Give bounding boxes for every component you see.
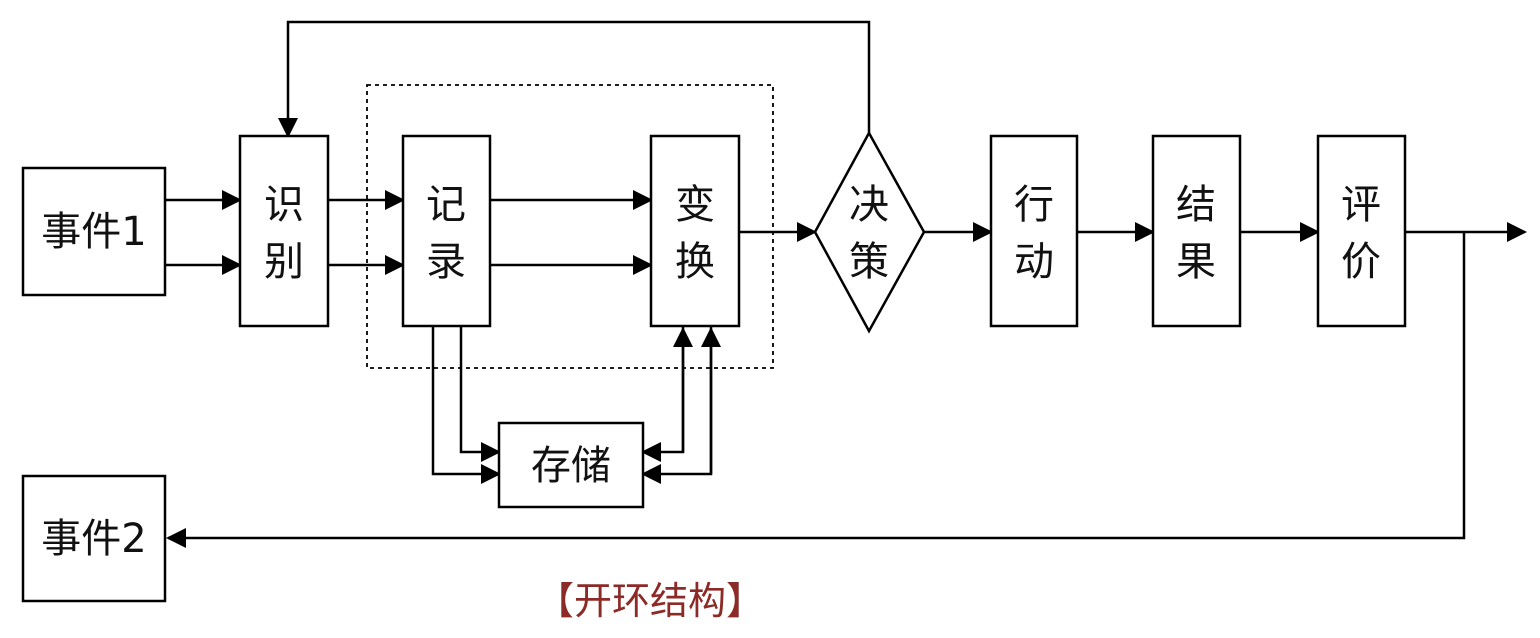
node-event2-label: 事件2 <box>41 516 146 562</box>
node-recognize-char1: 识 <box>264 182 304 228</box>
node-result-char2: 果 <box>1176 239 1216 285</box>
node-recognize-char2: 别 <box>264 239 304 285</box>
node-record-char2: 录 <box>426 239 466 285</box>
node-result-char1: 结 <box>1176 182 1216 228</box>
node-evaluate: 评 价 <box>1316 134 1407 328</box>
node-transform: 变 换 <box>649 134 741 328</box>
node-event1-label: 事件1 <box>41 209 146 255</box>
arrow-evaluate-event2 <box>166 232 1466 548</box>
arrow-record-storage-outer <box>431 327 501 484</box>
node-evaluate-char1: 评 <box>1341 182 1381 228</box>
node-result: 结 果 <box>1151 134 1242 328</box>
arrow-record-storage-inner <box>459 327 501 462</box>
feedback-arrow <box>278 20 871 138</box>
diagram-caption: 【开环结构】 <box>536 579 764 623</box>
node-action-char2: 动 <box>1014 239 1054 285</box>
node-record-char1: 记 <box>426 182 466 228</box>
processing-group-border <box>366 84 774 369</box>
node-event2: 事件2 <box>21 474 167 603</box>
node-evaluate-char2: 价 <box>1341 239 1381 285</box>
node-storage-label: 存储 <box>531 443 611 489</box>
node-action-char1: 行 <box>1014 182 1054 228</box>
node-record: 记 录 <box>401 134 492 328</box>
node-decision-char1: 决 <box>849 182 889 228</box>
node-decision: 决 策 <box>813 130 926 334</box>
node-recognize: 识 别 <box>238 134 330 328</box>
arrow-transform-storage <box>641 327 685 462</box>
node-transform-char1: 变 <box>675 182 715 228</box>
node-transform-char2: 换 <box>675 239 715 285</box>
node-action: 行 动 <box>989 134 1079 328</box>
node-event1: 事件1 <box>21 166 167 297</box>
node-decision-char2: 策 <box>849 239 889 285</box>
node-storage: 存储 <box>497 421 645 509</box>
